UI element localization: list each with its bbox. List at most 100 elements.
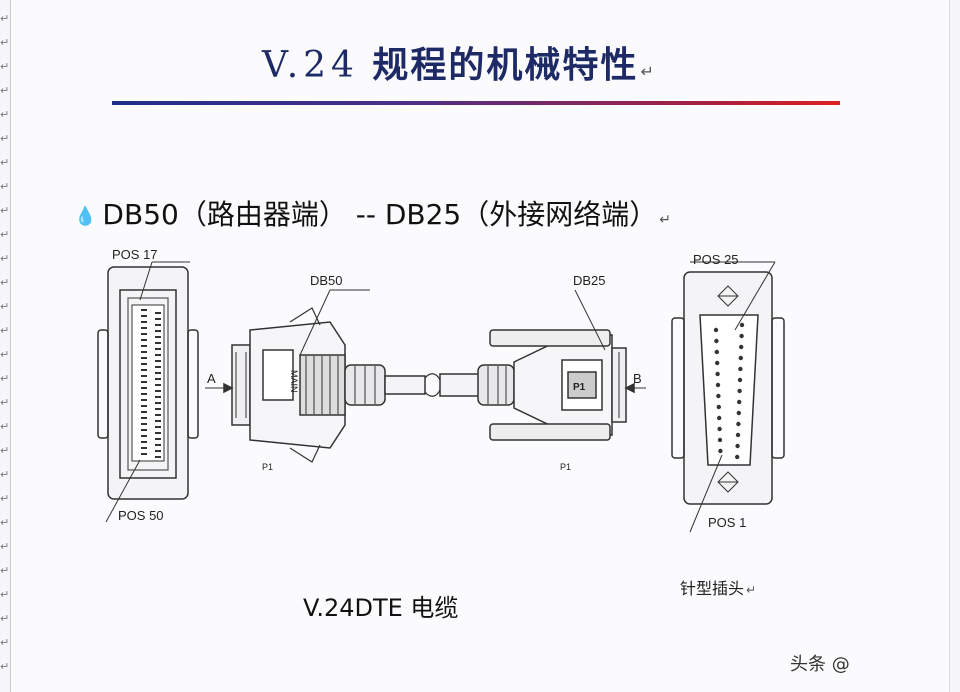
cable-end-b-label: B bbox=[633, 371, 642, 386]
margin-paragraph-mark-icon: ↵ bbox=[0, 444, 10, 457]
db25-pin bbox=[736, 410, 741, 416]
db50-pin bbox=[155, 366, 161, 368]
margin-paragraph-mark-icon: ↵ bbox=[0, 108, 10, 121]
margin-paragraph-mark-icon: ↵ bbox=[0, 300, 10, 313]
db50-pin bbox=[155, 438, 161, 440]
db25-pin bbox=[737, 377, 743, 383]
cable-end-a-label: A bbox=[207, 371, 216, 386]
db50-connector-face bbox=[97, 261, 199, 523]
v24-cable bbox=[205, 289, 646, 463]
db50-pin bbox=[155, 330, 161, 332]
db25-connector-label: DB25 bbox=[573, 273, 606, 288]
margin-paragraph-mark-icon: ↵ bbox=[0, 276, 10, 289]
db50-pin bbox=[155, 432, 161, 434]
db50-bottom-label: POS 50 bbox=[118, 508, 164, 523]
margin-paragraph-mark-icon: ↵ bbox=[0, 516, 10, 529]
paragraph-mark-icon: ↵ bbox=[640, 62, 656, 81]
db25-pin bbox=[739, 322, 745, 328]
db25-top-label: POS 25 bbox=[693, 252, 739, 267]
db50-pin bbox=[155, 324, 161, 326]
db50-pin bbox=[141, 345, 147, 347]
db50-pin bbox=[155, 354, 161, 356]
db50-pin bbox=[141, 387, 147, 389]
margin-paragraph-mark-icon: ↵ bbox=[0, 132, 10, 145]
db25-pin bbox=[738, 366, 743, 372]
cable-caption: V.24DTE 电缆 bbox=[303, 594, 459, 622]
margin-paragraph-mark-icon: ↵ bbox=[0, 660, 10, 673]
db25-pin bbox=[716, 404, 721, 410]
db50-pin bbox=[141, 441, 147, 443]
db50-pin bbox=[155, 408, 161, 410]
db50-connector-label: DB50 bbox=[310, 273, 343, 288]
db50-pin bbox=[155, 378, 161, 380]
db50-pin bbox=[155, 396, 161, 398]
db50-pin bbox=[155, 348, 161, 350]
db50-pin bbox=[155, 372, 161, 374]
db25-pin bbox=[739, 333, 744, 339]
db50-pin bbox=[155, 342, 161, 344]
db50-pin bbox=[141, 417, 147, 419]
margin-paragraph-mark-icon: ↵ bbox=[0, 588, 10, 601]
margin-paragraph-mark-icon: ↵ bbox=[0, 420, 10, 433]
margin-paragraph-mark-icon: ↵ bbox=[0, 468, 10, 481]
db25-pin bbox=[715, 371, 720, 377]
right-small-label: P1 bbox=[560, 462, 571, 472]
db50-pin bbox=[141, 321, 147, 323]
db50-pin bbox=[141, 357, 147, 359]
db50-pin bbox=[155, 336, 161, 338]
page-right-border bbox=[949, 0, 950, 692]
db50-pin bbox=[155, 318, 161, 320]
margin-paragraph-mark-icon: ↵ bbox=[0, 156, 10, 169]
margin-paragraph-mark-icon: ↵ bbox=[0, 252, 10, 265]
db25-pin bbox=[717, 415, 722, 421]
db50-pin bbox=[141, 453, 147, 455]
db50-pin bbox=[141, 339, 147, 341]
db50-pin bbox=[141, 423, 147, 425]
db50-pin bbox=[155, 402, 161, 404]
db25-pin bbox=[715, 360, 720, 366]
db25-pin bbox=[735, 454, 740, 460]
db50-pin bbox=[155, 312, 161, 314]
db25-pin bbox=[739, 344, 744, 350]
db25-pin bbox=[714, 349, 719, 355]
db25-pin bbox=[716, 393, 721, 399]
db25-pin bbox=[717, 426, 722, 432]
db25-pin bbox=[738, 355, 743, 361]
paragraph-mark-icon: ↵ bbox=[659, 212, 671, 228]
db50-pin bbox=[155, 414, 161, 416]
margin-paragraph-mark-icon: ↵ bbox=[0, 84, 10, 97]
margin-paragraph-mark-icon: ↵ bbox=[0, 204, 10, 217]
subtitle: 💧DB50（路由器端） -- DB25（外接网络端）↵ bbox=[74, 193, 671, 231]
margin-paragraph-mark-icon: ↵ bbox=[0, 492, 10, 505]
db50-pin bbox=[141, 447, 147, 449]
db50-pin bbox=[155, 384, 161, 386]
db50-pin bbox=[141, 369, 147, 371]
paragraph-mark-icon: ↵ bbox=[746, 583, 757, 597]
db50-pin bbox=[141, 375, 147, 377]
db50-pin bbox=[155, 390, 161, 392]
watermark: 头条 @ bbox=[790, 654, 850, 675]
plug-caption-text: 针型插头 bbox=[680, 579, 745, 598]
droplet-bullet-icon: 💧 bbox=[74, 205, 97, 227]
margin-paragraph-mark-icon: ↵ bbox=[0, 324, 10, 337]
left-body-text: MAIN bbox=[289, 370, 299, 393]
db25-pin bbox=[718, 448, 723, 454]
db25-connector-face bbox=[671, 261, 785, 533]
db50-pin bbox=[155, 456, 161, 458]
db25-bottom-label: POS 1 bbox=[708, 515, 746, 530]
db50-pin bbox=[141, 315, 147, 317]
db50-pin bbox=[141, 411, 147, 413]
db25-pin bbox=[715, 382, 721, 388]
margin-paragraph-mark-icon: ↵ bbox=[0, 60, 10, 73]
db25-pin bbox=[737, 388, 742, 394]
db50-pin bbox=[141, 333, 147, 335]
page-title: V.24 规程的机械特性↵ bbox=[262, 36, 656, 86]
db50-pin bbox=[155, 444, 161, 446]
db50-pin bbox=[155, 360, 161, 362]
db50-pin bbox=[141, 363, 147, 365]
margin-paragraph-mark-icon: ↵ bbox=[0, 348, 10, 361]
title-underline-rule bbox=[112, 101, 840, 105]
margin-paragraph-mark-icon: ↵ bbox=[0, 540, 10, 553]
margin-paragraph-mark-icon: ↵ bbox=[0, 372, 10, 385]
